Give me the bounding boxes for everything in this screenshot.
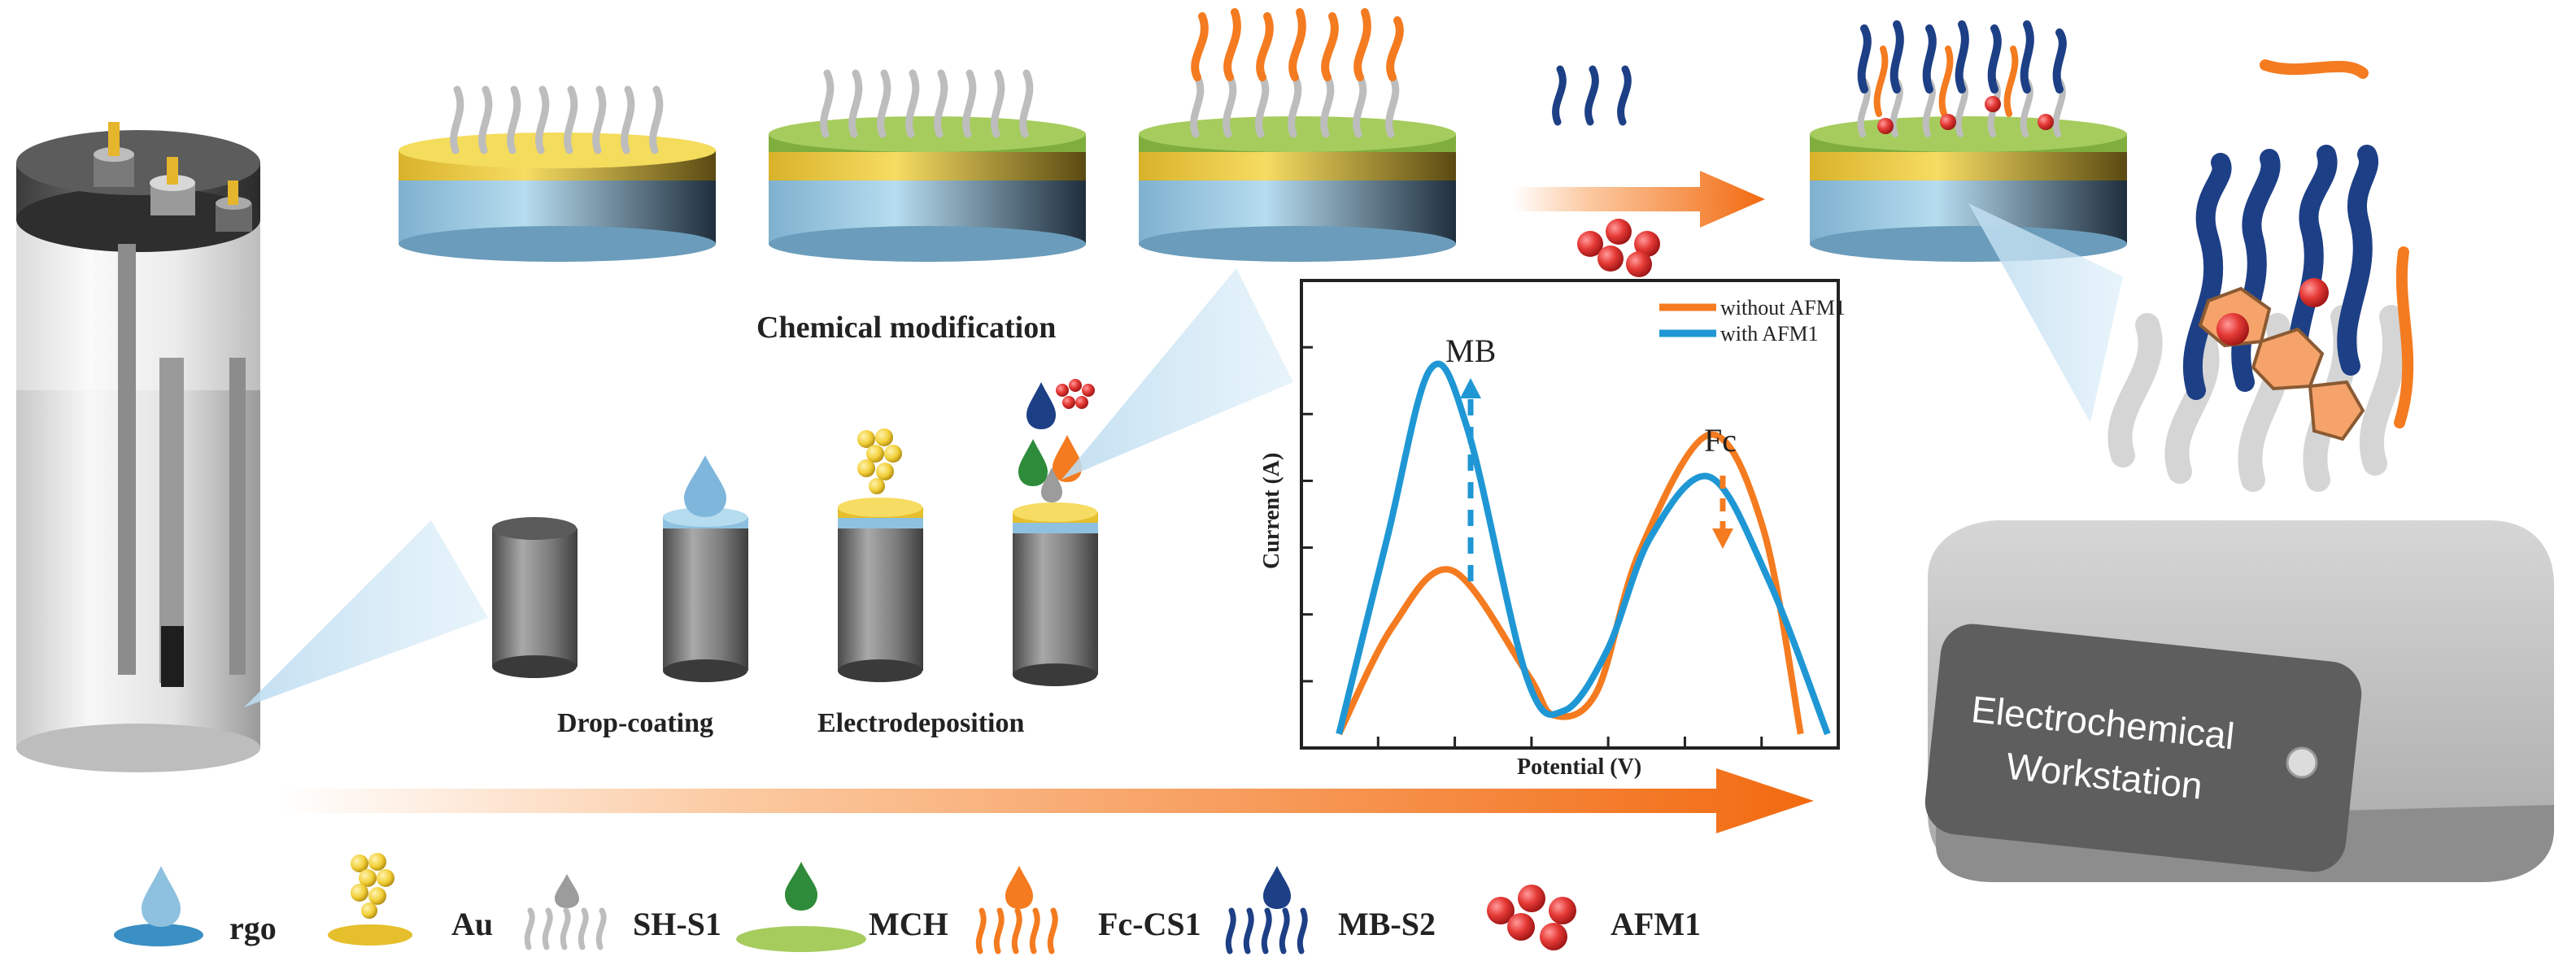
mch-drop-icon	[736, 862, 866, 952]
workflow-arrow	[281, 768, 1814, 833]
power-button-icon	[2286, 746, 2318, 779]
step-arrow	[1513, 171, 1765, 228]
fc-cs1-strand-icon	[975, 866, 1058, 954]
rgo-electrode	[663, 455, 748, 682]
legend-without-afm1: without AFM1	[1720, 296, 1846, 320]
bare-electrode	[492, 517, 578, 678]
chemical-modification-label: Chemical modification	[756, 311, 1056, 345]
fc-arrow-head	[1712, 528, 1733, 549]
fc-peak-label: Fc	[1704, 422, 1737, 459]
legend-sh-s1-label: SH-S1	[633, 906, 721, 942]
afm1-sphere-icon	[1487, 885, 1576, 950]
disc-mch	[769, 69, 1086, 262]
zoom-beam-molecule	[1968, 203, 2123, 423]
sh-s1-strand-icon	[524, 874, 607, 950]
legend-rgo-label: rgo	[229, 910, 277, 946]
legend-mch-label: MCH	[869, 906, 948, 942]
mb-arrow-head	[1460, 378, 1481, 398]
workstation-screen	[1924, 624, 2362, 872]
legend-with-afm1: with AFM1	[1720, 322, 1819, 346]
legend-afm1-label: AFM1	[1611, 906, 1701, 942]
disc-sh-s1	[399, 85, 716, 262]
legend-mb-s2-label: MB-S2	[1338, 906, 1436, 942]
electrochemical-workstation: Electrochemical Workstation	[1924, 520, 2554, 882]
rgo-drop-icon	[114, 866, 203, 946]
mb-s2-strand-icon	[1225, 866, 1308, 954]
dpv-chart: MB Fc without AFM1 with AFM1 Potential (…	[1259, 279, 1846, 780]
molecular-recognition-zoom	[2107, 59, 2414, 492]
electrodeposition-label: Electrodeposition	[817, 708, 1024, 738]
zoom-beam-cell	[244, 520, 488, 707]
y-axis-ticks	[1301, 346, 1313, 683]
chart-legend: without AFM1 with AFM1	[1659, 296, 1846, 346]
legend-fc-cs1-label: Fc-CS1	[1098, 906, 1201, 942]
drop-coating-label: Drop-coating	[557, 708, 713, 738]
series-without-afm1	[1336, 431, 1804, 736]
modified-electrode	[1013, 379, 1098, 686]
x-axis-ticks	[1376, 737, 1763, 748]
legend-au-label: Au	[451, 906, 493, 942]
reagent-addition	[1513, 65, 1765, 277]
disc-fc-cs1	[1139, 8, 1456, 262]
electrochemical-cell	[16, 122, 260, 772]
bottom-legend: rgo Au SH-S1 MCH	[114, 853, 1701, 954]
au-cluster-icon	[328, 853, 412, 946]
series-with-afm1	[1336, 360, 1831, 736]
au-electrode	[838, 428, 923, 682]
disc-mb-s2-afm1	[1810, 20, 2127, 262]
zoom-beam-electrode	[1061, 268, 1293, 480]
y-axis-label: Current (A)	[1259, 453, 1284, 569]
mb-peak-label: MB	[1445, 333, 1496, 369]
x-axis-label: Potential (V)	[1517, 754, 1641, 780]
